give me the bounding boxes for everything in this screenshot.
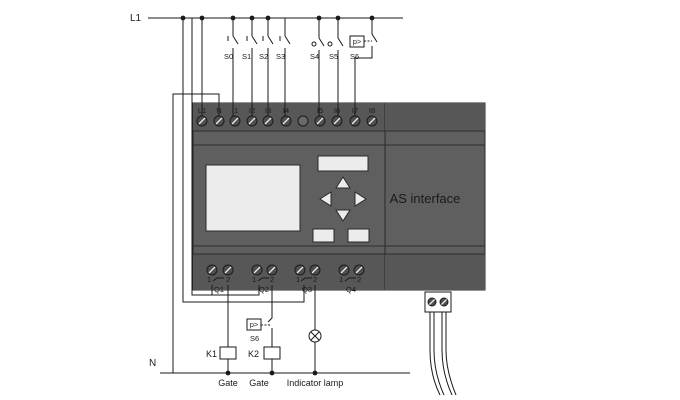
terminal-label-i3: I3 <box>265 106 271 115</box>
terminal-label-i5: I5 <box>317 106 323 115</box>
l1-junctions <box>180 15 375 21</box>
terminal-label-i2: I2 <box>249 106 255 115</box>
device-label-s4: S4 <box>310 52 319 61</box>
q1-right-number: 2 <box>226 275 230 284</box>
output-wiring: K1 Gate p> S6 K2 Gate Indicator lamp <box>206 285 343 388</box>
terminal-label-i4: I4 <box>283 106 289 115</box>
arrow-right-icon <box>354 191 367 207</box>
relay-coil-k1 <box>219 346 237 360</box>
input-terminal-screws <box>196 115 378 127</box>
device-label-s2: S2 <box>259 52 268 61</box>
arrow-down-icon <box>335 209 351 222</box>
supply-wiring <box>172 18 305 373</box>
q4-left-number: 1 <box>339 275 343 284</box>
load-gate-2: Gate <box>249 378 269 388</box>
q2-right-number: 2 <box>270 275 274 284</box>
output-s6-label: S6 <box>250 334 259 343</box>
pressure-switch-output-symbol: p> <box>250 320 259 329</box>
terminal-label-i7: I7 <box>352 106 358 115</box>
output-contact-symbols <box>212 277 356 282</box>
as-interface-module: AS interface <box>384 102 486 291</box>
function-key-top <box>317 155 369 172</box>
terminal-label-l1: L1 <box>198 106 206 115</box>
device-label-s1: S1 <box>242 52 251 61</box>
load-gate-1: Gate <box>218 378 238 388</box>
q1-label: Q1 <box>214 285 224 294</box>
terminal-label-i1: I1 <box>232 106 238 115</box>
q1-left-number: 1 <box>207 275 211 284</box>
rail-l1-label: L1 <box>130 13 142 24</box>
plc-module <box>192 102 386 291</box>
q4-label: Q4 <box>346 285 356 294</box>
relay-coil-k2 <box>263 346 281 360</box>
q3-left-number: 1 <box>296 275 300 284</box>
q2-left-number: 1 <box>252 275 256 284</box>
output-terminal-labels: 1 2 1 2 1 2 1 2 Q1 Q2 Q3 Q4 <box>207 275 361 294</box>
power-rails: L1 N <box>130 13 410 374</box>
relay-k1-label: K1 <box>206 349 217 359</box>
q3-label: Q3 <box>302 285 312 294</box>
arrow-up-icon <box>335 176 351 189</box>
ok-key <box>347 228 370 243</box>
as-interface-connector <box>424 291 457 396</box>
as-interface-label: AS interface <box>390 191 461 206</box>
input-wiring: p> <box>227 18 378 121</box>
pressure-switch-input-symbol: p> <box>353 37 362 46</box>
q2-label: Q2 <box>259 285 269 294</box>
q4-right-number: 2 <box>357 275 361 284</box>
input-device-labels: S0 S1 S2 S3 S4 S5 S6 <box>224 52 359 61</box>
terminal-label-i6: I6 <box>334 106 340 115</box>
lcd-display <box>205 164 301 232</box>
load-indicator-lamp: Indicator lamp <box>287 378 344 388</box>
output-terminal-screws <box>206 264 365 276</box>
device-label-s3: S3 <box>276 52 285 61</box>
arrow-left-icon <box>319 191 332 207</box>
device-label-s5: S5 <box>329 52 338 61</box>
q3-right-number: 2 <box>313 275 317 284</box>
esc-key <box>312 228 335 243</box>
terminal-label-n: N <box>216 106 221 115</box>
device-label-s0: S0 <box>224 52 233 61</box>
relay-k2-label: K2 <box>248 349 259 359</box>
terminal-label-i8: I8 <box>369 106 375 115</box>
device-label-s6: S6 <box>350 52 359 61</box>
rail-n-label: N <box>149 358 156 369</box>
input-terminal-labels: L1 N I1 I2 I3 I4 I5 I6 I7 I8 <box>198 106 375 115</box>
